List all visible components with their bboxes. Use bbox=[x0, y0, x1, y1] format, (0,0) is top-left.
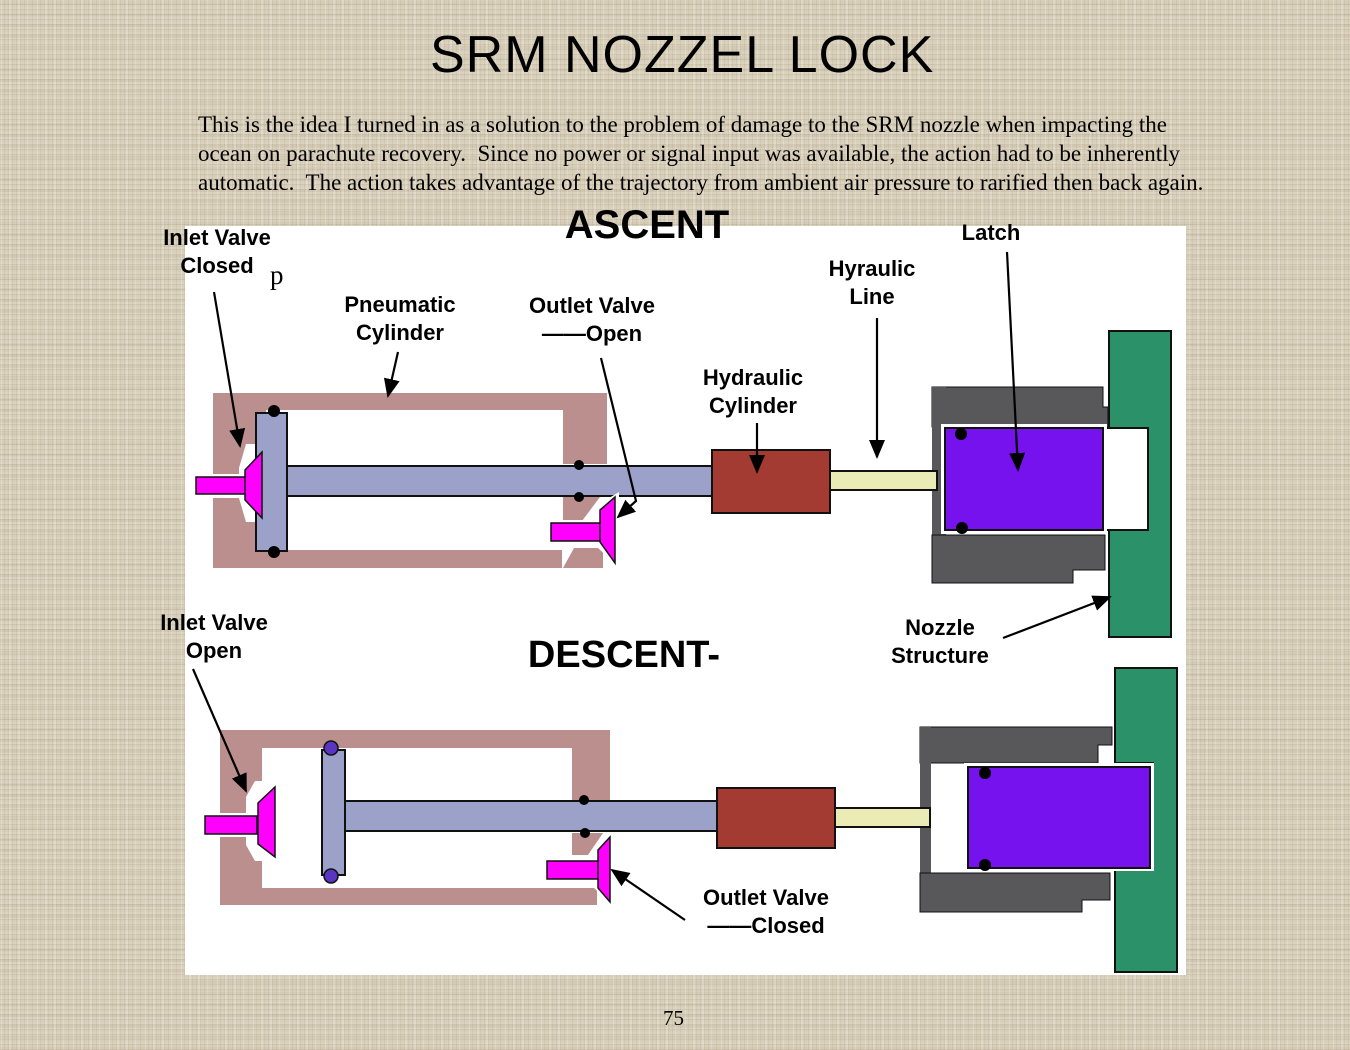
nozzle-structure-label: Nozzle Structure bbox=[891, 614, 989, 670]
diagram-panel bbox=[185, 226, 1186, 975]
ascent-outlet-valve-label: Outlet Valve ——Open bbox=[529, 292, 655, 348]
label-line: Outlet Valve bbox=[703, 885, 829, 910]
descent-title: DESCENT- bbox=[527, 634, 721, 676]
pressure-symbol: p bbox=[270, 260, 284, 290]
ascent-inlet-valve-label: Inlet Valve Closed bbox=[163, 224, 271, 280]
ascent-pneumatic-cylinder-label: Pneumatic Cylinder bbox=[344, 291, 455, 347]
label-line: ——Open bbox=[541, 321, 643, 346]
ascent-hydraulic-line-label: Hyraulic Line bbox=[829, 255, 916, 311]
label-line: Nozzle bbox=[905, 615, 975, 640]
ascent-title: ASCENT bbox=[564, 203, 730, 247]
ascent-hydraulic-cylinder-label: Hydraulic Cylinder bbox=[703, 364, 803, 420]
label-line: Hyraulic bbox=[828, 256, 916, 281]
label-line: Open bbox=[185, 638, 243, 663]
label-line: Hydraulic bbox=[702, 365, 804, 390]
label-line: Structure bbox=[891, 643, 989, 668]
label-line: Closed bbox=[180, 253, 254, 278]
intro-line: This is the idea I turned in as a soluti… bbox=[198, 112, 1167, 137]
page-number: 75 bbox=[663, 1006, 684, 1030]
label-line: Outlet Valve bbox=[529, 293, 655, 318]
label-line: Line bbox=[849, 284, 895, 309]
page-title: SRM NOZZEL LOCK bbox=[430, 26, 935, 84]
label-line: Cylinder bbox=[708, 393, 798, 418]
label-line: ——Closed bbox=[707, 913, 825, 938]
intro-paragraph: This is the idea I turned in as a soluti… bbox=[198, 110, 1203, 197]
label-line: Cylinder bbox=[355, 320, 445, 345]
label-line: Inlet Valve bbox=[160, 610, 268, 635]
descent-inlet-valve-label: Inlet Valve Open bbox=[160, 609, 268, 665]
ascent-latch-label: Latch bbox=[961, 220, 1021, 245]
intro-line: automatic. The action takes advantage of… bbox=[198, 170, 1204, 195]
intro-line: ocean on parachute recovery. Since no po… bbox=[198, 141, 1181, 166]
descent-outlet-valve-label: Outlet Valve ——Closed bbox=[703, 884, 829, 940]
label-line: Pneumatic bbox=[344, 292, 456, 317]
label-line: Inlet Valve bbox=[163, 225, 271, 250]
